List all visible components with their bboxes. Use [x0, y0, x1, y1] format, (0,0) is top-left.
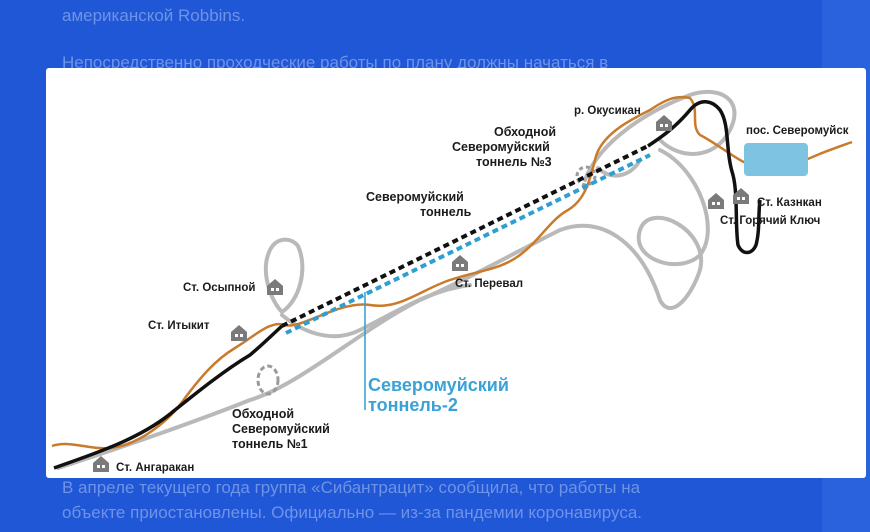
label-tunnel-line2: тоннель	[420, 205, 472, 219]
station-house-icon	[267, 279, 283, 295]
label-bypass-3-line2: Северомуйский	[452, 140, 550, 154]
label-okusikan: р. Окусикан	[574, 105, 641, 117]
article-paragraph-bottom-2: объекте приостановлены. Официально — из-…	[62, 503, 643, 522]
bypass-tunnel-1-mark	[256, 364, 280, 396]
label-tunnel-2-line2: тоннель-2	[368, 395, 458, 415]
label-bypass-3-line3: тоннель №3	[476, 155, 552, 169]
label-station-osypnoy: Ст. Осыпной	[183, 282, 255, 294]
severomuysk-lake	[744, 143, 808, 176]
map-panel	[46, 68, 866, 478]
label-bypass-1-line3: тоннель №1	[232, 437, 308, 451]
station-icons	[93, 115, 749, 472]
label-station-angarakan: Ст. Ангаракан	[116, 462, 194, 474]
main-route-line	[53, 100, 762, 470]
label-bypass-1-line2: Северомуйский	[232, 422, 330, 436]
label-station-kaznkan: Ст. Казнкан	[757, 197, 822, 209]
article-paragraph-top-1: американской Robbins.	[62, 6, 246, 25]
label-station-goryachy: Ст. Горячий Ключ	[720, 215, 820, 227]
severomuysk-tunnel-line	[281, 144, 649, 328]
label-bypass-1-line1: Обходной	[232, 407, 294, 421]
station-house-icon	[93, 456, 109, 472]
severomuysk-tunnel-2-line	[285, 153, 651, 335]
label-station-pereval: Ст. Перевал	[455, 278, 523, 290]
station-house-icon	[708, 193, 724, 209]
station-house-icon	[452, 255, 468, 271]
label-severomuysk-village: пос. Северомуйск	[746, 125, 849, 137]
label-bypass-3-line1: Обходной	[494, 125, 556, 139]
label-tunnel-2-line1: Северомуйский	[368, 375, 509, 395]
label-station-itykit: Ст. Итыкит	[148, 320, 210, 332]
article-paragraph-top-2: Непосредственно проходческие работы по п…	[62, 53, 609, 72]
station-house-icon	[656, 115, 672, 131]
station-house-icon	[231, 325, 247, 341]
article-paragraph-bottom-1: В апреле текущего года группа «Сибантрац…	[62, 478, 641, 497]
station-house-icon	[733, 188, 749, 204]
old-route-line	[51, 95, 853, 450]
label-tunnel-line1: Северомуйский	[366, 190, 464, 204]
